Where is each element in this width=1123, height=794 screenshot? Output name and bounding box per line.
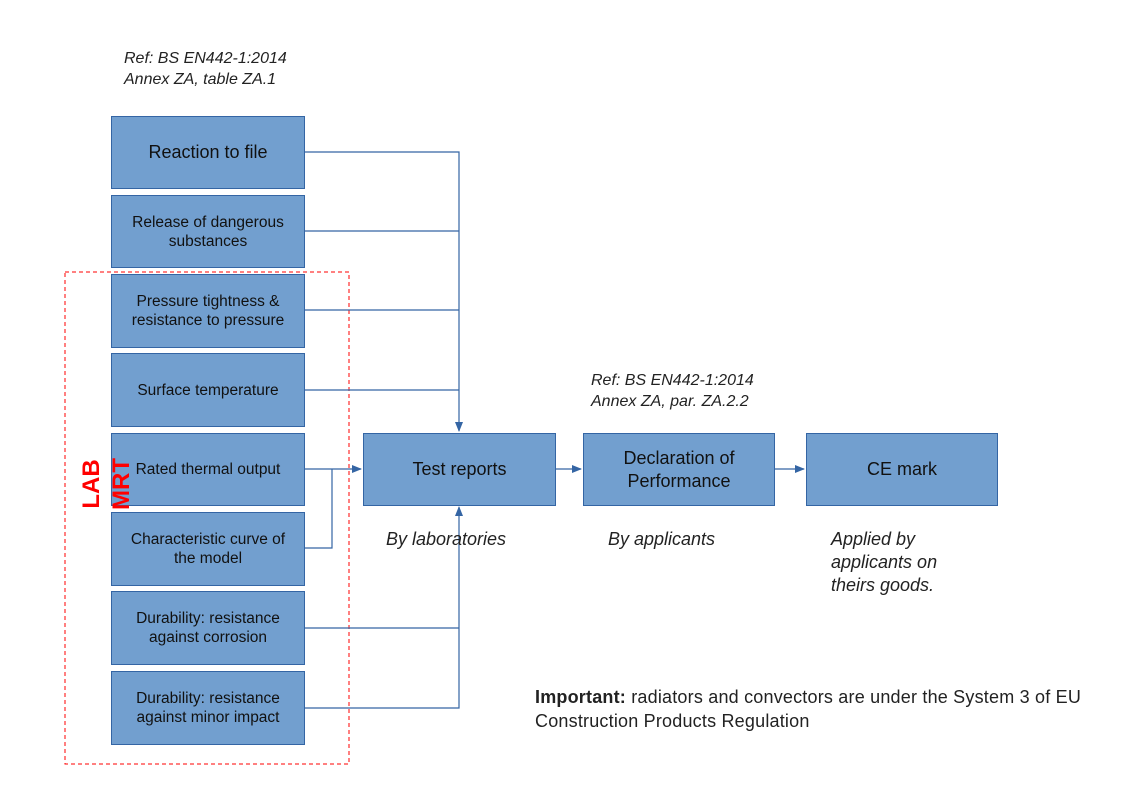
reference-middle-line1: Ref: BS EN442-1:2014 <box>591 372 754 389</box>
note-applied-line1: Applied by <box>831 529 916 549</box>
note-by-applicants: By applicants <box>608 529 716 549</box>
box-durability-minor-impact: Durability: resistance against minor imp… <box>111 671 305 745</box>
box-surface-temperature-label: Surface temperature <box>137 381 279 399</box>
box-dangerous-substances: Release of dangerous substances <box>111 195 305 268</box>
box-test-reports-label: Test reports <box>412 459 507 479</box>
important-label: Important: <box>535 687 626 707</box>
box-ce-mark-label: CE mark <box>866 459 937 479</box>
lab-mrt-label: LAB MRT <box>78 458 135 510</box>
box-declaration-of-performance: Declaration of Performance <box>583 433 775 506</box>
box-characteristic-curve-line1: Characteristic curve of <box>130 531 286 548</box>
box-reaction-to-fire: Reaction to file <box>111 116 305 189</box>
box-durability-minor-impact-line2: against minor impact <box>136 709 280 726</box>
box-dangerous-substances-line2: substances <box>168 232 248 250</box>
box-test-reports: Test reports <box>363 433 556 506</box>
box-reaction-to-fire-label: Reaction to file <box>148 142 268 162</box>
box-rated-thermal-output: Rated thermal output <box>111 433 305 506</box>
box-rated-thermal-output-label: Rated thermal output <box>135 461 281 478</box>
box-ce-mark: CE mark <box>806 433 998 506</box>
reference-top: Ref: BS EN442-1:2014 Annex ZA, table ZA.… <box>124 48 287 90</box>
note-applied-line3: theirs goods. <box>831 575 935 595</box>
note-by-laboratories: By laboratories <box>386 529 507 549</box>
box-durability-corrosion-line2: against corrosion <box>148 629 268 646</box>
lab-mrt-group-outline <box>64 271 350 765</box>
box-durability-minor-impact-line1: Durability: resistance <box>136 690 280 707</box>
box-pressure-tightness-line1: Pressure tightness & <box>136 293 280 310</box>
reference-middle-line2: Annex ZA, par. ZA.2.2 <box>591 393 749 410</box>
box-characteristic-curve-line2: the model <box>173 550 243 567</box>
box-pressure-tightness-line2: resistance to pressure <box>131 312 285 329</box>
reference-top-line1: Ref: BS EN442-1:2014 <box>124 50 287 67</box>
reference-middle: Ref: BS EN442-1:2014 Annex ZA, par. ZA.2… <box>591 370 754 412</box>
note-applied-line2: applicants on <box>831 552 938 572</box>
box-surface-temperature: Surface temperature <box>111 353 305 427</box>
important-note: Important: radiators and convectors are … <box>535 685 1095 733</box>
box-dangerous-substances-line1: Release of dangerous <box>132 213 284 231</box>
connector-characteristic-curve <box>304 469 333 549</box>
connector-durability-minor-impact <box>304 506 463 709</box>
box-characteristic-curve: Characteristic curve of the model <box>111 512 305 586</box>
box-declaration-line1: Declaration of <box>623 447 735 468</box>
box-pressure-tightness: Pressure tightness & resistance to press… <box>111 274 305 348</box>
box-declaration-line2: Performance <box>627 470 731 491</box>
box-durability-corrosion-line1: Durability: resistance <box>136 610 280 627</box>
note-applied-by-applicants: Applied by applicants on theirs goods. <box>831 528 937 597</box>
box-durability-corrosion: Durability: resistance against corrosion <box>111 591 305 665</box>
important-text: radiators and convectors are under the S… <box>535 687 1082 731</box>
reference-top-line2: Annex ZA, table ZA.1 <box>124 71 277 88</box>
connector-reaction-to-fire <box>304 151 463 432</box>
